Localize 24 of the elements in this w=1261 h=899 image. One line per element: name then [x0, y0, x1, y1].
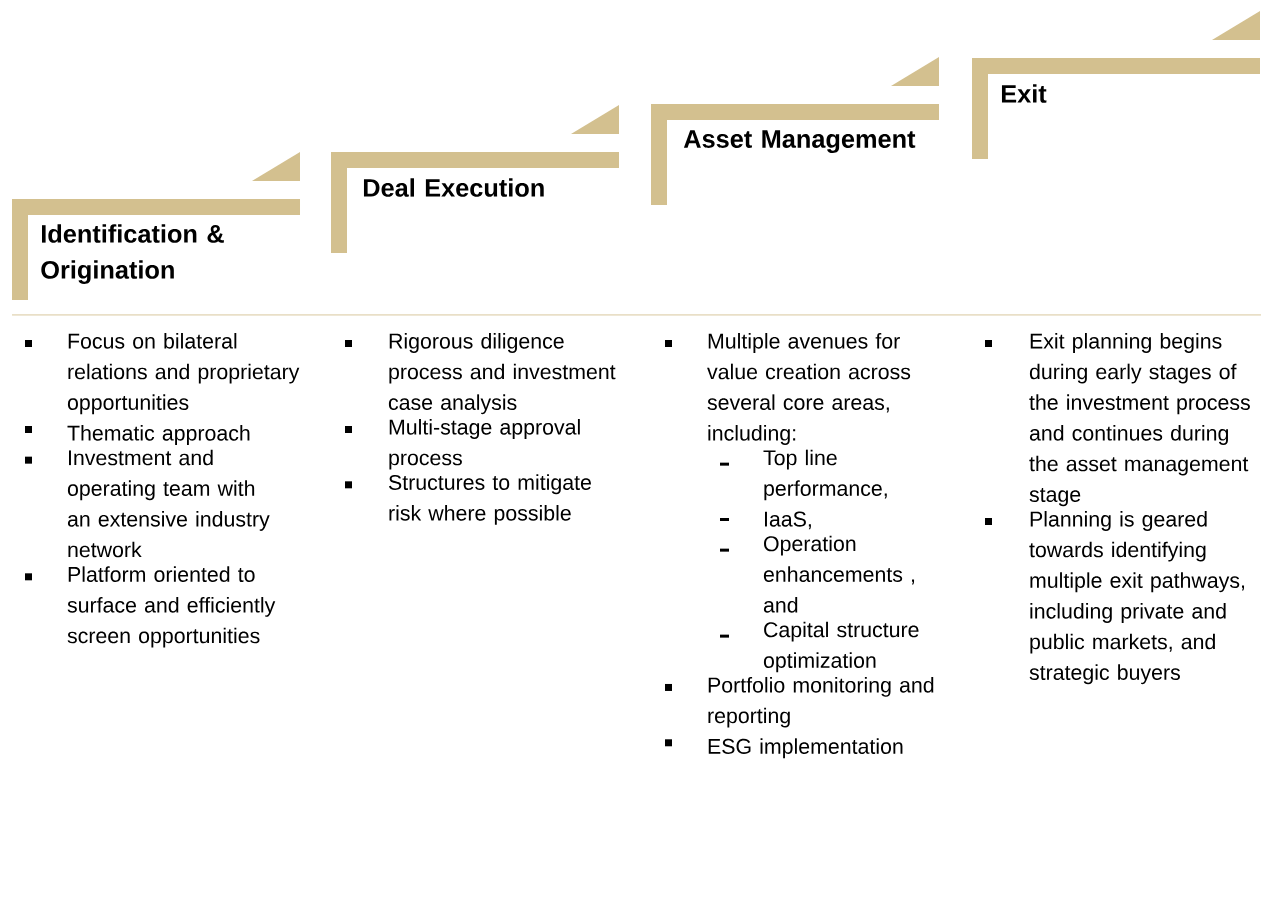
node-label: Asset Management: [683, 130, 916, 154]
bullet-text: IaaS,: [764, 511, 811, 530]
step-bracket: Asset Management: [651, 57, 939, 205]
bullet-text: Exit planning begins during early stages of the investment process and continues during the asset management stage: [1029, 333, 1250, 507]
bullet-text: Multiple avenues for value creation across several core areas, including:: [707, 333, 911, 445]
bullet-text: Thematic approach: [67, 425, 250, 445]
bullet-text: Focus on bilateral relations and proprietary opportunities: [67, 333, 300, 415]
node-label: Identification & Origination: [41, 224, 224, 284]
bullet-text: Rigorous diligence process and investment case analysis: [388, 333, 616, 415]
step-bracket: Identification & Origination: [12, 152, 300, 300]
bullet-text: Top line performance,: [763, 449, 887, 501]
step-bracket: Exit: [972, 11, 1260, 159]
bullet-text: Operation enhancements , and: [763, 535, 915, 613]
bullet-text: Portfolio monitoring and reporting: [708, 676, 934, 728]
bullet-text: ESG implementation: [708, 738, 903, 759]
bullet-text: Capital structure optimization: [763, 621, 919, 673]
step-bracket: Deal Execution: [331, 105, 619, 253]
node-label: Exit: [1001, 84, 1047, 103]
bullet-text: Planning is geared towards identifying multiple exit pathways, including private and public markets, and strategic buyers: [1029, 511, 1244, 685]
bullet-text: Structures to mitigate risk where possible: [388, 474, 591, 525]
node-label: Deal Execution: [363, 178, 544, 197]
bullet-text: Platform oriented to surface and efficiently screen opportunities: [67, 566, 276, 648]
bullet-text: Investment and operating team with an extensive industry network: [67, 449, 270, 558]
bullet-text: Multi-stage approval process: [389, 419, 580, 470]
